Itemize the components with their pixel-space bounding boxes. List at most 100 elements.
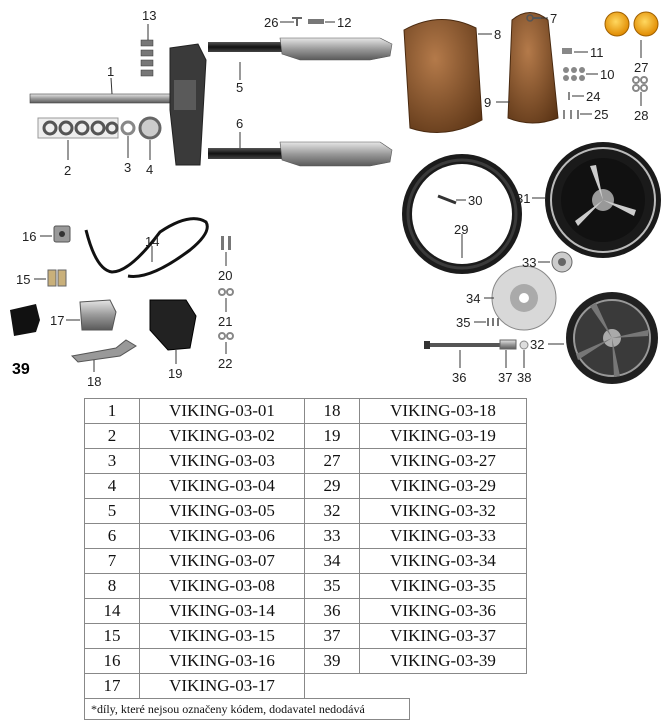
front-fender-small — [507, 12, 559, 124]
front-fender-large — [403, 19, 483, 133]
part-code-cell: VIKING-03-27 — [359, 448, 527, 474]
callout-1: 1 — [107, 64, 114, 79]
callout-16: 16 — [22, 229, 36, 244]
exploded-parts-diagram: 1 2 3 4 13 5 6 26 12 8 9 7 11 10 24 25 2… — [10, 8, 661, 389]
part-code-cell: VIKING-03-39 — [359, 648, 527, 674]
part-code-cell: VIKING-03-07 — [139, 548, 305, 574]
part-number-cell: 35 — [304, 573, 360, 599]
part-code-cell: VIKING-03-34 — [359, 548, 527, 574]
banjo-bolt-20 — [221, 236, 231, 250]
brake-hose-14 — [84, 217, 209, 278]
callout-36: 36 — [452, 370, 466, 385]
part-number-cell: 17 — [84, 673, 140, 699]
part-code-cell: VIKING-03-02 — [139, 423, 305, 449]
callout-labels: 1 2 3 4 13 5 6 26 12 8 9 7 11 10 24 25 2… — [12, 8, 648, 389]
empty-cell — [360, 674, 527, 699]
spacer-37 — [499, 339, 517, 350]
callout-34: 34 — [466, 291, 480, 306]
part-code-cell: VIKING-03-19 — [359, 423, 527, 449]
part-code-cell: VIKING-03-15 — [139, 623, 305, 649]
reflector-right — [633, 11, 659, 37]
callout-7: 7 — [550, 11, 557, 26]
callout-20: 20 — [218, 268, 232, 283]
washer-38 — [519, 340, 529, 350]
screw-and-bolt-12-26 — [292, 17, 324, 26]
part-code-cell: VIKING-03-14 — [139, 598, 305, 624]
part-code-cell: VIKING-03-37 — [359, 623, 527, 649]
master-cylinder-17 — [79, 299, 117, 331]
callout-3: 3 — [124, 160, 131, 175]
callout-37: 37 — [498, 370, 512, 385]
callout-6: 6 — [236, 116, 243, 131]
callout-18: 18 — [87, 374, 101, 389]
callout-11: 11 — [590, 45, 604, 60]
leader-lines — [34, 17, 642, 372]
fork-leg-upper — [208, 37, 393, 61]
washers-21 — [218, 288, 234, 296]
callout-25: 25 — [594, 107, 608, 122]
callout-33: 33 — [522, 255, 536, 270]
wheel-rim-31 — [545, 142, 661, 258]
valve-30 — [437, 194, 457, 205]
callout-4: 4 — [146, 162, 153, 177]
part-number-cell: 29 — [304, 473, 360, 499]
part-number-cell: 27 — [304, 448, 360, 474]
brake-caliper-19 — [149, 299, 197, 351]
callout-19: 19 — [168, 366, 182, 381]
part-code-cell: VIKING-03-05 — [139, 498, 305, 524]
reflector-nuts — [632, 76, 648, 92]
washer — [120, 120, 136, 136]
callout-13: 13 — [142, 8, 156, 23]
callout-38: 38 — [517, 370, 531, 385]
steering-stem — [29, 43, 207, 166]
part-code-cell: VIKING-03-16 — [139, 648, 305, 674]
part-number-cell: 3 — [84, 448, 140, 474]
part-code-cell: VIKING-03-04 — [139, 473, 305, 499]
callout-22: 22 — [218, 356, 232, 371]
callout-2: 2 — [64, 163, 71, 178]
part-number-cell: 5 — [84, 498, 140, 524]
part-number-cell: 2 — [84, 423, 140, 449]
callout-35: 35 — [456, 315, 470, 330]
callout-21: 21 — [218, 314, 232, 329]
small-screw-7 — [526, 14, 541, 22]
callout-30: 30 — [468, 193, 482, 208]
part-code-cell: VIKING-03-29 — [359, 473, 527, 499]
part-code-cell: VIKING-03-35 — [359, 573, 527, 599]
part-code-cell: VIKING-03-36 — [359, 598, 527, 624]
part-number-cell: 8 — [84, 573, 140, 599]
part-number-cell: 7 — [84, 548, 140, 574]
front-tire — [402, 154, 522, 274]
part-code-cell: VIKING-03-01 — [139, 398, 305, 424]
part-number-cell: 14 — [84, 598, 140, 624]
callout-5: 5 — [236, 80, 243, 95]
part-number-cell: 32 — [304, 498, 360, 524]
part-code-cell: VIKING-03-33 — [359, 523, 527, 549]
part-number-cell: 19 — [304, 423, 360, 449]
callout-29: 29 — [454, 222, 468, 237]
part-number-cell: 34 — [304, 548, 360, 574]
nut — [138, 116, 162, 140]
empty-cell — [305, 674, 360, 699]
fender-hardware — [562, 48, 585, 119]
brake-disc-34 — [491, 265, 557, 331]
axle-36 — [424, 341, 500, 349]
part-number-cell: 37 — [304, 623, 360, 649]
reflector-left — [604, 11, 630, 37]
brake-switch-39 — [10, 304, 40, 336]
callout-31: 31 — [516, 191, 530, 206]
part-number-cell: 15 — [84, 623, 140, 649]
clamp-16 — [53, 225, 71, 243]
wheel-32 — [566, 292, 658, 384]
callout-39: 39 — [12, 361, 30, 378]
part-code-cell: VIKING-03-18 — [359, 398, 527, 424]
